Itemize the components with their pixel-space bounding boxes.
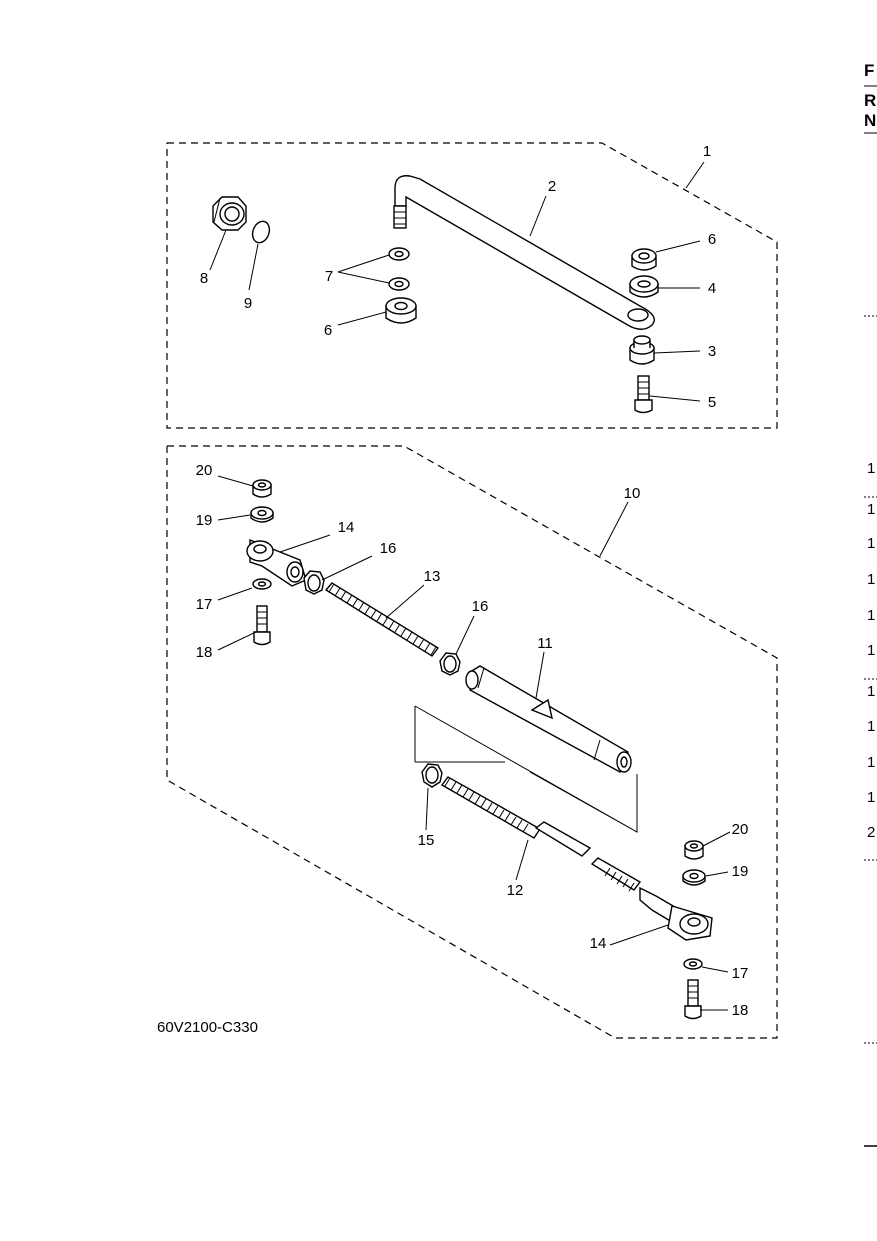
callout-14-left: 14 xyxy=(338,519,355,536)
callout-19-right: 19 xyxy=(732,863,749,880)
callout-14-right: 14 xyxy=(590,935,607,952)
callout-7: 7 xyxy=(325,268,333,285)
callout-9: 9 xyxy=(244,295,252,312)
callout-6-left: 6 xyxy=(324,322,332,339)
lower-assembly-group: 10 11 12 13 14 14 15 16 16 17 17 18 18 1… xyxy=(166,445,778,1039)
callout-17-right: 17 xyxy=(732,965,749,982)
edge-row: 1 xyxy=(867,789,875,806)
part-12-adjusting-rod xyxy=(440,776,681,923)
callout-1: 1 xyxy=(703,143,711,160)
part-15-nut xyxy=(421,763,443,788)
upper-assembly-group: 1 2 3 4 5 6 6 7 8 9 xyxy=(166,142,778,429)
callout-10: 10 xyxy=(624,485,641,502)
callout-4: 4 xyxy=(708,280,716,297)
part-3-bushing xyxy=(629,335,655,365)
edge-header-f: F xyxy=(864,61,874,80)
callout-3: 3 xyxy=(708,343,716,360)
part-4-washer xyxy=(629,275,659,298)
edge-row: 1 xyxy=(867,718,875,735)
callout-18-left: 18 xyxy=(196,644,213,661)
part-18-bolt-left xyxy=(253,605,271,646)
part-17-washer-right xyxy=(683,958,703,970)
part-20-nut-right xyxy=(684,840,704,860)
part-11-tube xyxy=(465,665,632,773)
edge-header-r: R xyxy=(864,91,876,110)
edge-row: 1 xyxy=(867,754,875,771)
part-17-washer-left xyxy=(252,578,272,590)
callout-20-right: 20 xyxy=(732,821,749,838)
part-19-washer-right xyxy=(682,869,706,886)
part-8-nut xyxy=(212,196,247,231)
part-14-rod-end-right xyxy=(667,905,713,941)
edge-row: 1 xyxy=(867,607,875,624)
callout-15: 15 xyxy=(418,832,435,849)
callout-11: 11 xyxy=(537,635,553,652)
callout-12: 12 xyxy=(507,882,524,899)
edge-row: 1 xyxy=(867,571,875,588)
part-2-drag-link xyxy=(393,175,655,330)
callout-18-right: 18 xyxy=(732,1002,749,1019)
edge-row: 1 xyxy=(867,460,875,477)
part-9-o-ring xyxy=(251,220,271,244)
edge-row: 1 xyxy=(867,501,875,518)
edge-row: 1 xyxy=(867,642,875,659)
part-16-nut-right xyxy=(439,652,461,676)
inset-outline xyxy=(414,705,638,833)
callout-5: 5 xyxy=(708,394,716,411)
edge-row: 2 xyxy=(867,824,875,841)
part-5-bolt xyxy=(634,375,653,414)
edge-header-n: N xyxy=(864,111,876,130)
part-14-rod-end-left xyxy=(246,538,307,587)
part-7-washers xyxy=(388,247,410,291)
part-6-nut-left xyxy=(385,297,417,324)
part-20-nut-left xyxy=(252,479,272,498)
callout-17-left: 17 xyxy=(196,596,213,613)
callout-2: 2 xyxy=(548,178,556,195)
part-19-washer-left xyxy=(250,506,274,523)
part-6-nut-right xyxy=(631,248,657,271)
assembly-boundary-10 xyxy=(166,445,778,1039)
callout-19-left: 19 xyxy=(196,512,213,529)
callout-6-right: 6 xyxy=(708,231,716,248)
callout-20-left: 20 xyxy=(196,462,213,479)
edge-row: 1 xyxy=(867,683,875,700)
edge-row: 1 xyxy=(867,535,875,552)
callout-16-left: 16 xyxy=(380,540,397,557)
part-18-bolt-right xyxy=(684,979,702,1020)
callout-8: 8 xyxy=(200,270,208,287)
callout-13: 13 xyxy=(424,568,441,585)
callout-16-right: 16 xyxy=(472,598,489,615)
part-16-nut-left xyxy=(303,570,325,595)
assembly-boundary-1 xyxy=(166,142,778,429)
diagram-code: 60V2100-C330 xyxy=(157,1019,258,1036)
right-edge-table: F R N 1 1 1 1 1 1 1 1 1 1 2 xyxy=(864,61,877,1147)
part-13-threaded-rod xyxy=(324,582,440,657)
